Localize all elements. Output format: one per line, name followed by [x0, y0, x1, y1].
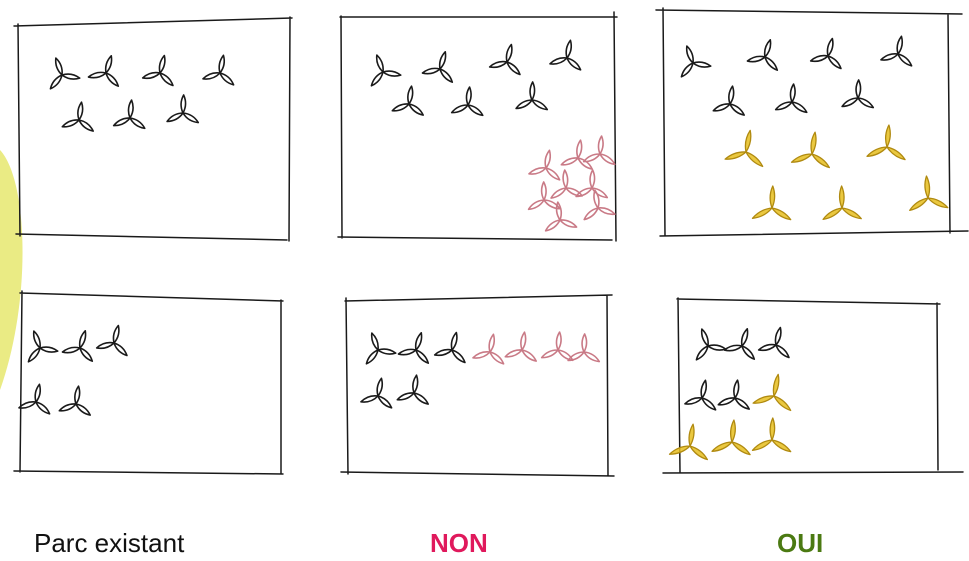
- wind-turbine-icon: [724, 129, 764, 168]
- wind-turbine-icon: [528, 149, 561, 181]
- wind-turbine-icon: [723, 327, 756, 360]
- wind-turbine-icon: [746, 38, 779, 71]
- wind-turbine-icon: [61, 101, 94, 132]
- wind-turbine-icon: [866, 124, 906, 161]
- wind-turbine-icon: [684, 379, 717, 411]
- wind-turbine-icon: [909, 175, 949, 211]
- wind-turbine-icon: [822, 185, 862, 220]
- caption-existing-park: Parc existant: [34, 528, 185, 558]
- wind-turbine-icon: [433, 331, 466, 364]
- wind-turbine-icon: [540, 331, 574, 362]
- wind-turbine-icon: [527, 181, 561, 211]
- wind-turbine-icon: [365, 332, 397, 365]
- wind-turbine-icon: [515, 81, 549, 111]
- wind-turbine-icon: [61, 329, 94, 362]
- wind-turbine-icon: [421, 50, 454, 83]
- wind-turbine-icon: [488, 43, 521, 76]
- wind-turbine-icon: [668, 423, 709, 461]
- caption-no: NON: [430, 528, 488, 558]
- wind-turbine-icon: [166, 94, 200, 124]
- wind-turbine-icon: [695, 328, 727, 361]
- wind-turbine-icon: [751, 417, 792, 453]
- wind-turbine-icon: [549, 39, 582, 71]
- wind-turbine-icon: [680, 45, 712, 78]
- panel-bottom-no: [340, 294, 615, 477]
- wind-turbine-icon: [583, 189, 616, 221]
- wind-turbine-icon: [582, 135, 616, 166]
- wind-turbine-icon: [751, 185, 792, 221]
- wind-turbine-icon: [95, 324, 128, 357]
- wind-turbine-icon: [450, 86, 484, 117]
- wind-turbine-icon: [752, 373, 792, 412]
- wind-turbine-icon: [774, 83, 808, 114]
- wind-turbine-icon: [49, 57, 81, 90]
- panel-top-no: [337, 11, 618, 242]
- wind-turbine-icon: [87, 54, 120, 87]
- wind-turbine-icon: [472, 333, 505, 365]
- wind-turbine-icon: [141, 54, 174, 87]
- wind-turbine-icon: [712, 85, 745, 116]
- caption-yes: OUI: [777, 528, 824, 558]
- wind-turbine-icon: [809, 37, 842, 70]
- wind-turbine-icon: [397, 331, 430, 364]
- wind-turbine-icon: [757, 326, 790, 359]
- wind-turbine-icon: [544, 201, 578, 232]
- panel-top-yes: [655, 7, 969, 237]
- wind-turbine-icon: [370, 54, 402, 87]
- wind-turbine-icon: [27, 330, 59, 363]
- panel-bottom-existing: [13, 290, 284, 475]
- wind-turbine-icon: [58, 385, 91, 416]
- highlight-blob: [0, 150, 23, 390]
- wind-turbine-icon: [396, 374, 429, 405]
- wind-turbine-icon: [880, 35, 913, 67]
- wind-turbine-icon: [112, 99, 146, 130]
- panel-top-existing: [13, 16, 293, 242]
- wind-turbine-icon: [504, 331, 537, 362]
- panel-bottom-yes: [662, 297, 964, 474]
- wind-turbine-icon: [550, 169, 583, 199]
- wind-turbine-icon: [391, 85, 424, 116]
- wind-turbine-icon: [717, 379, 750, 410]
- wind-turbine-icon: [360, 377, 393, 409]
- wind-turbine-icon: [841, 79, 875, 109]
- wind-turbine-icon: [18, 383, 51, 415]
- wind-turbine-icon: [202, 54, 235, 86]
- wind-turbine-icon: [560, 139, 593, 170]
- wind-turbine-icon: [711, 419, 751, 456]
- wind-turbine-icon: [567, 333, 601, 363]
- wind-turbine-icon: [790, 131, 831, 169]
